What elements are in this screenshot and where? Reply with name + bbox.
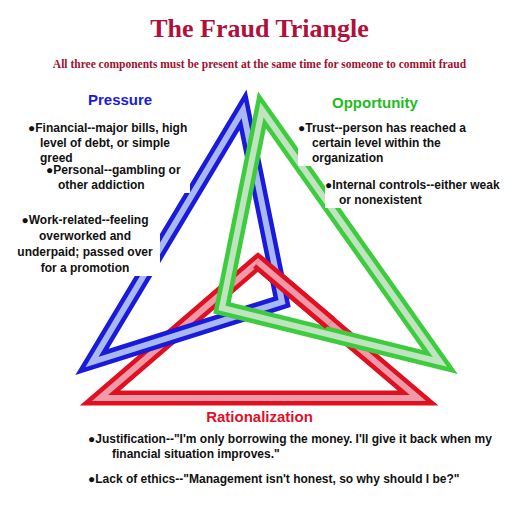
subtitle: All three components must be present at … <box>0 58 519 70</box>
component-heading: Rationalization <box>0 408 519 425</box>
title: The Fraud Triangle <box>0 14 519 44</box>
bullet-text: ●Lack of ethics--"Management isn't hones… <box>88 472 504 487</box>
component-heading: Pressure <box>88 91 152 108</box>
bullet-text: ●Trust--person has reached a certain lev… <box>298 121 482 166</box>
bullet-text: ●Justification--"I'm only borrowing the … <box>88 432 504 462</box>
component-heading: Opportunity <box>332 94 418 111</box>
red-overlap <box>258 262 330 323</box>
bullet-text: ●Internal controls--either weak or nonex… <box>325 178 509 208</box>
bullet-text: ●Personal--gambling or other addiction <box>46 163 190 193</box>
bullet-text: ●Work-related--feeling overworked and un… <box>10 212 160 276</box>
bullet-text: ●Financial--major bills, high level of d… <box>28 121 188 166</box>
